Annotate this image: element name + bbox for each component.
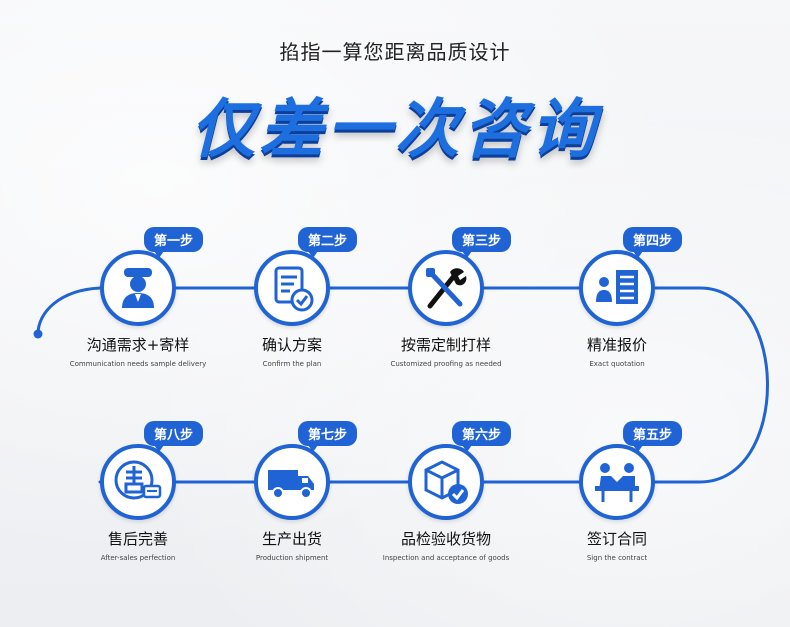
- quotation-list-icon: [596, 270, 638, 304]
- step-3-title: 按需定制打样: [400, 336, 491, 354]
- step-4-circle: 第四步: [579, 227, 683, 326]
- step-7-badge: 第七步: [298, 421, 358, 452]
- step-1-circle: 第一步: [100, 227, 204, 326]
- step-4-title: 精准报价: [586, 336, 647, 354]
- step-3-badge: 第三步: [452, 227, 512, 258]
- step-6-badge: 第六步: [452, 421, 512, 452]
- customer-service-icon: [122, 268, 154, 308]
- step-1: 第一步 沟通需求+寄样 Communication needs sample d…: [63, 227, 213, 368]
- step-6-title: 品检验收货物: [400, 530, 491, 548]
- step-6-subtitle: Inspection and acceptance of goods: [382, 554, 510, 562]
- step-6: 第六步 品检验收货物 Inspection and acceptance of …: [371, 421, 521, 562]
- step-5: 第五步 签订合同 Sign the contract: [542, 421, 692, 562]
- tools-icon: [426, 268, 467, 309]
- flow-start-dot: [33, 329, 43, 339]
- step-8-subtitle: After-sales perfection: [100, 554, 176, 562]
- step-5-badge: 第五步: [623, 421, 683, 452]
- step-5-title: 签订合同: [586, 530, 647, 548]
- step-7-circle: 第七步: [254, 421, 358, 520]
- step-4-badge: 第四步: [623, 227, 683, 258]
- step-1-title: 沟通需求+寄样: [86, 336, 190, 354]
- step-4: 第四步 精准报价 Exact quotation: [542, 227, 692, 368]
- step-5-subtitle: Sign the contract: [586, 554, 648, 562]
- step-7-title: 生产出货: [261, 530, 322, 548]
- step-8-badge: 第八步: [144, 421, 204, 452]
- step-1-subtitle: Communication needs sample delivery: [69, 360, 207, 368]
- step-3-subtitle: Customized proofing as needed: [390, 360, 502, 368]
- after-sales-icon: [114, 460, 162, 500]
- page-subtitle: 掐指一算您距离品质设计: [279, 40, 511, 64]
- step-6-circle: 第六步: [408, 421, 512, 520]
- step-2-circle: 第二步: [254, 227, 358, 326]
- step-2-subtitle: Confirm the plan: [262, 360, 322, 368]
- step-8: 第八步 售后完善 After-sales perfection: [63, 421, 213, 562]
- step-7-subtitle: Production shipment: [255, 554, 329, 562]
- step-3-circle: 第三步: [408, 227, 512, 326]
- step-2-badge: 第二步: [298, 227, 358, 258]
- document-check-icon: [274, 266, 314, 312]
- step-3: 第三步 按需定制打样 Customized proofing as needed: [371, 227, 521, 368]
- step-2-title: 确认方案: [261, 336, 322, 354]
- step-8-title: 售后完善: [107, 530, 168, 548]
- handshake-desk-icon: [595, 463, 639, 502]
- delivery-truck-icon: [268, 470, 314, 499]
- step-2: 第二步 确认方案 Confirm the plan: [217, 227, 367, 368]
- step-7: 第七步 生产出货 Production shipment: [217, 421, 367, 562]
- package-check-icon: [424, 460, 468, 504]
- step-4-subtitle: Exact quotation: [589, 360, 645, 368]
- page-headline: 仅差一次咨询: [191, 93, 599, 167]
- step-5-circle: 第五步: [579, 421, 683, 520]
- step-1-badge: 第一步: [144, 227, 204, 258]
- step-8-circle: 第八步: [100, 421, 204, 520]
